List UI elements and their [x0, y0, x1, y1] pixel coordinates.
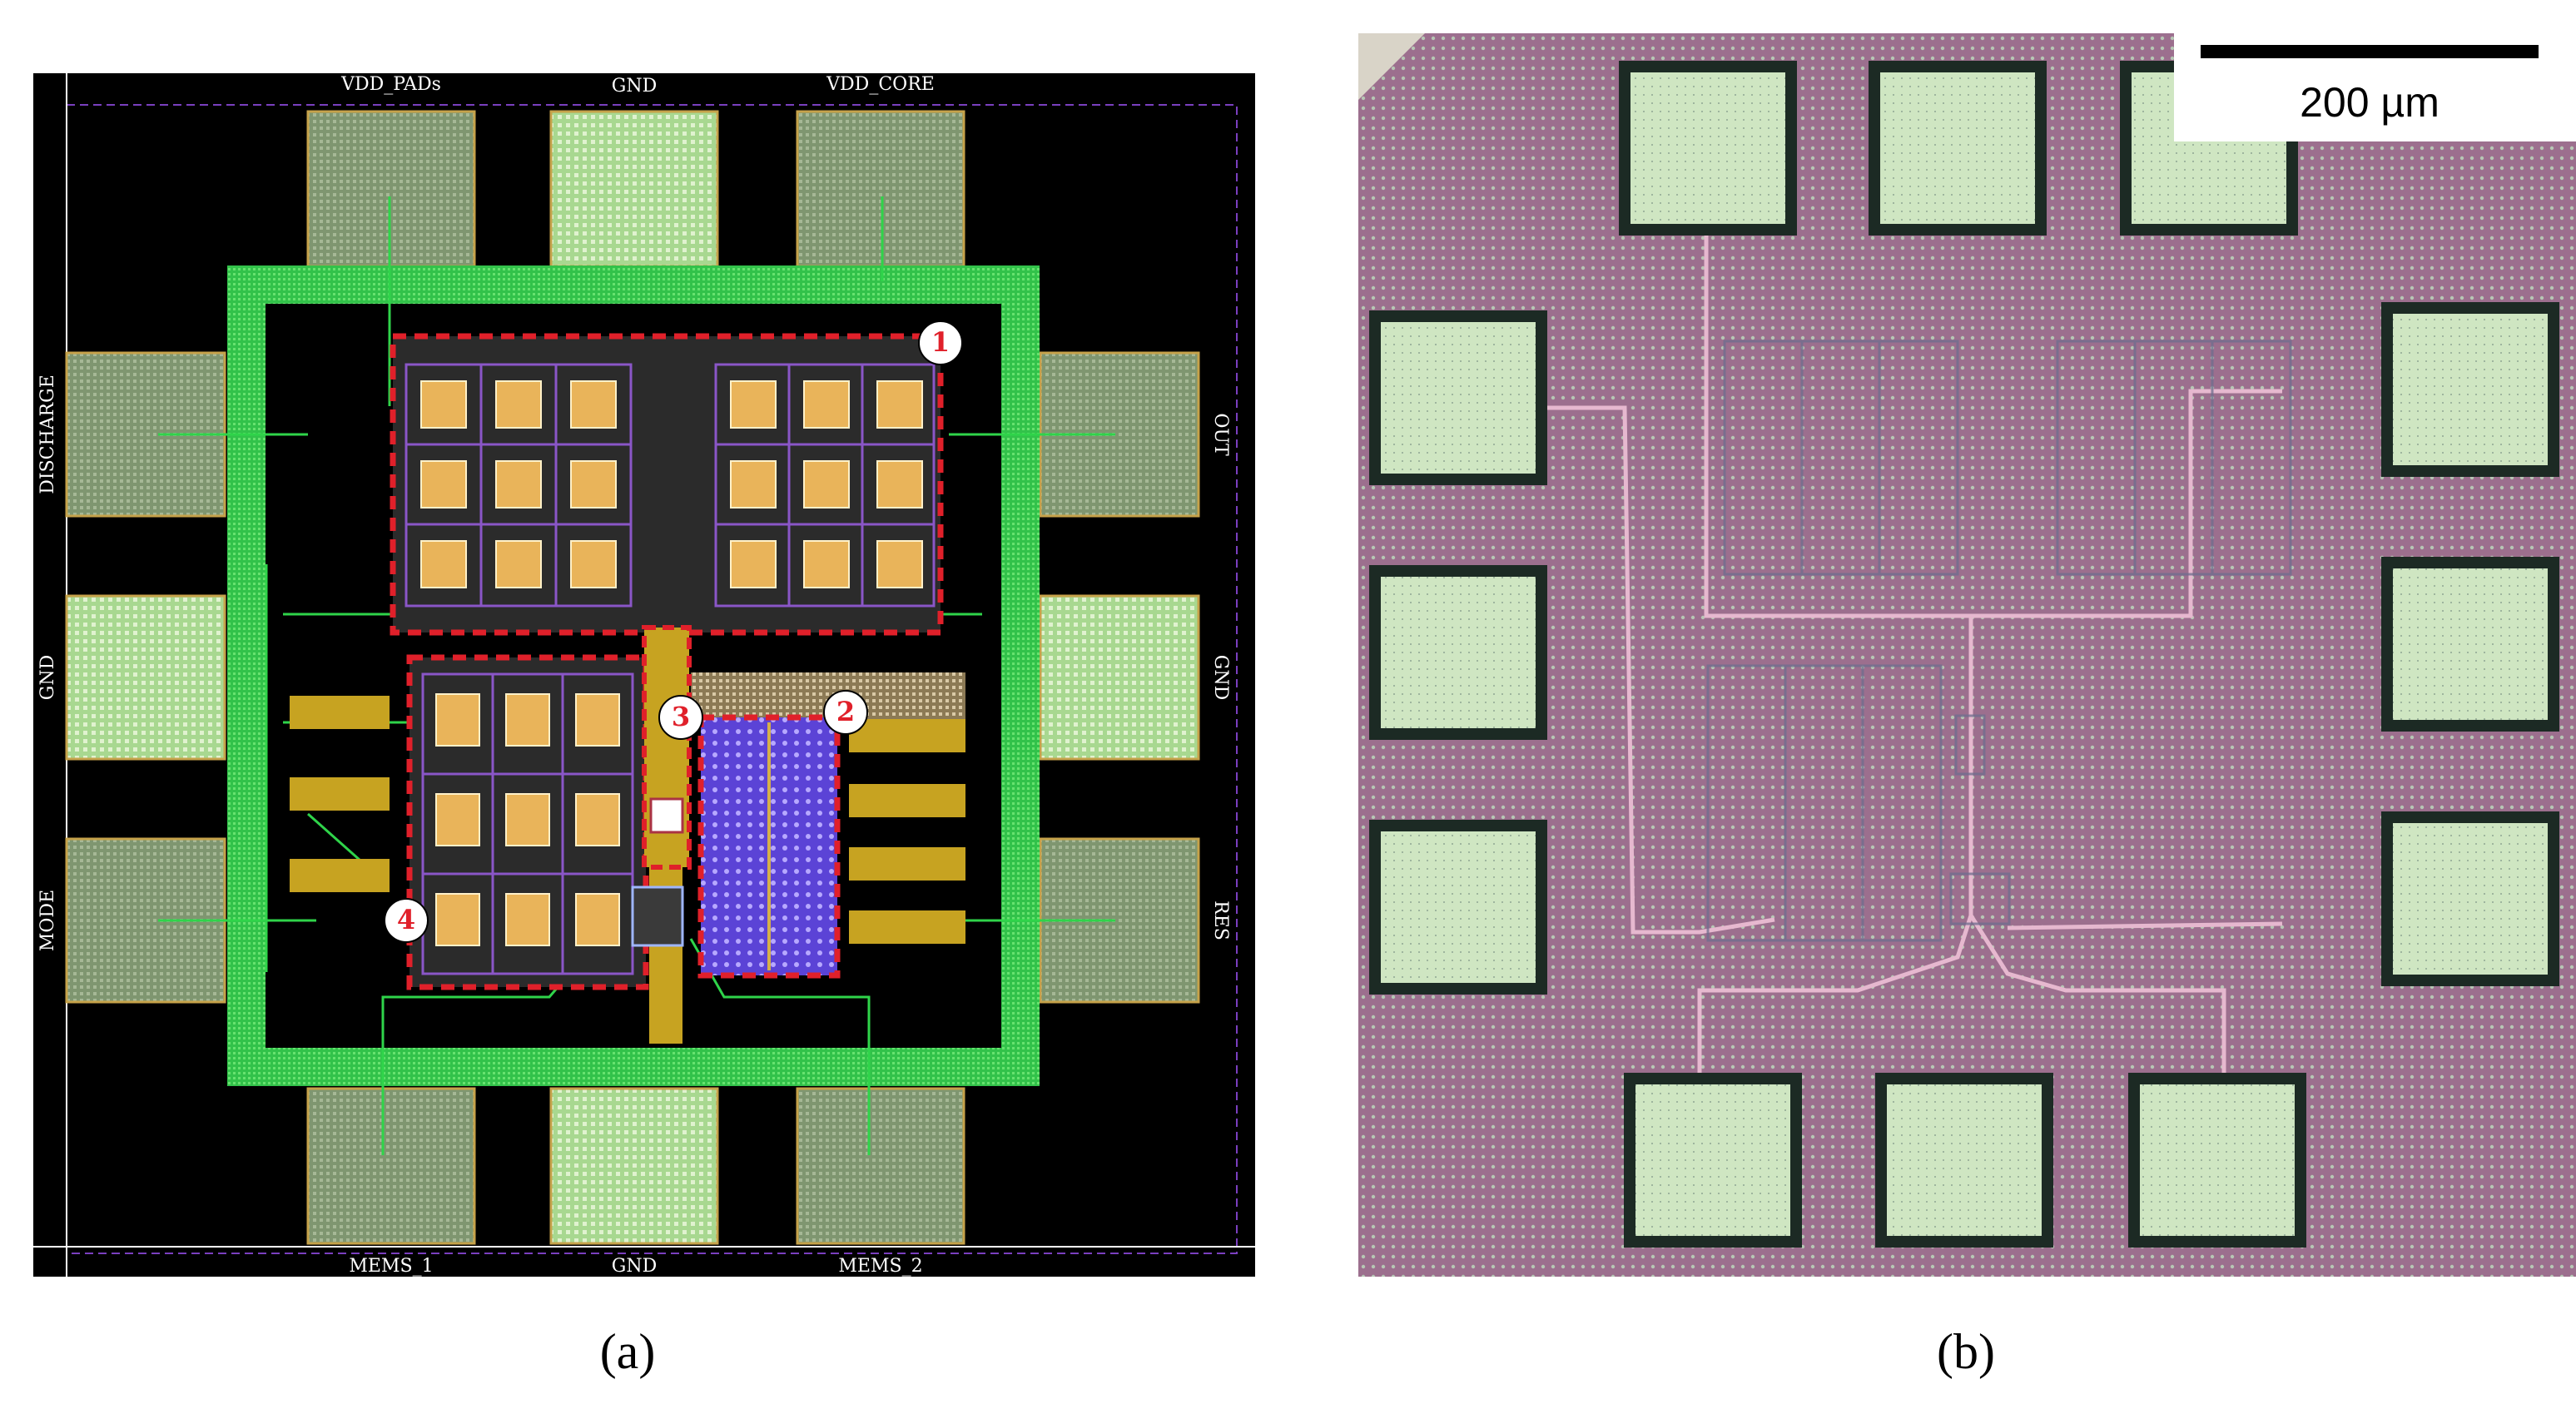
region-1-box [390, 333, 944, 636]
pad-top-2 [549, 110, 719, 268]
pad-bottom-1 [306, 1087, 476, 1245]
bond-pad-bottom-3 [2128, 1073, 2306, 1248]
label-left-3: MODE [37, 890, 58, 951]
pad-right-2 [1039, 594, 1200, 761]
region-3-device [649, 797, 684, 834]
pad-top-1 [306, 110, 476, 268]
label-top-2: GND [612, 76, 657, 97]
marker-3: 3 [658, 695, 703, 740]
region-1-cells [405, 363, 936, 608]
label-right-3: RES [1210, 900, 1231, 940]
bond-pad-bottom-2 [1875, 1073, 2053, 1248]
label-top-1: VDD_PADs [340, 74, 441, 95]
bond-pad-right-2 [2381, 557, 2559, 732]
bond-pad-right-1 [2381, 302, 2559, 477]
micrograph-svg: 200 µm [1358, 33, 2576, 1277]
circuit-blocks [1706, 340, 2292, 942]
bond-pad-left-3 [1369, 820, 1547, 995]
bond-pad-top-1 [1619, 61, 1797, 236]
bond-pad-bottom-1 [1624, 1073, 1802, 1248]
svg-text:3: 3 [672, 701, 690, 732]
pad-left-2 [65, 594, 226, 761]
svg-text:1: 1 [931, 326, 950, 358]
layout-panel: VDD_PADs GND VDD_CORE MEMS_1 GND MEMS_2 … [33, 73, 1255, 1277]
block-small [631, 886, 684, 947]
label-top-3: VDD_CORE [826, 74, 935, 95]
pad-top-3 [796, 110, 965, 268]
region-4-devices [435, 693, 620, 946]
pad-bottom-2 [549, 1087, 719, 1245]
caption-a: (a) [599, 1324, 656, 1379]
svg-text:4: 4 [397, 904, 415, 935]
label-right-1: OUT [1210, 413, 1231, 456]
label-bottom-1: MEMS_1 [349, 1256, 433, 1277]
die-traces [1541, 233, 2283, 1082]
scale-bar [2201, 45, 2539, 58]
micrograph-panel: 200 µm [1358, 33, 2576, 1277]
svg-text:2: 2 [836, 696, 855, 727]
layout-svg: VDD_PADs GND VDD_CORE MEMS_1 GND MEMS_2 … [33, 73, 1255, 1277]
bond-pad-top-2 [1869, 61, 2047, 236]
guard-ring [227, 265, 1040, 1086]
horizontal-buses [290, 696, 965, 944]
marker-2: 2 [823, 690, 868, 735]
region-1-devices [420, 380, 923, 588]
label-bottom-3: MEMS_2 [838, 1256, 922, 1277]
marker-1: 1 [918, 320, 963, 365]
label-left-1: DISCHARGE [37, 375, 58, 494]
caption-b: (b) [1937, 1324, 1995, 1379]
bond-pad-left-1 [1369, 310, 1547, 485]
bond-pad-right-3 [2381, 811, 2559, 986]
pad-bottom-3 [796, 1087, 965, 1245]
bond-pad-left-2 [1369, 565, 1547, 740]
scale-bar-label: 200 µm [2300, 79, 2440, 126]
label-bottom-2: GND [612, 1256, 657, 1277]
label-left-2: GND [37, 655, 58, 700]
label-right-2: GND [1210, 655, 1231, 700]
marker-4: 4 [384, 898, 429, 943]
region-4-cells [421, 672, 634, 975]
